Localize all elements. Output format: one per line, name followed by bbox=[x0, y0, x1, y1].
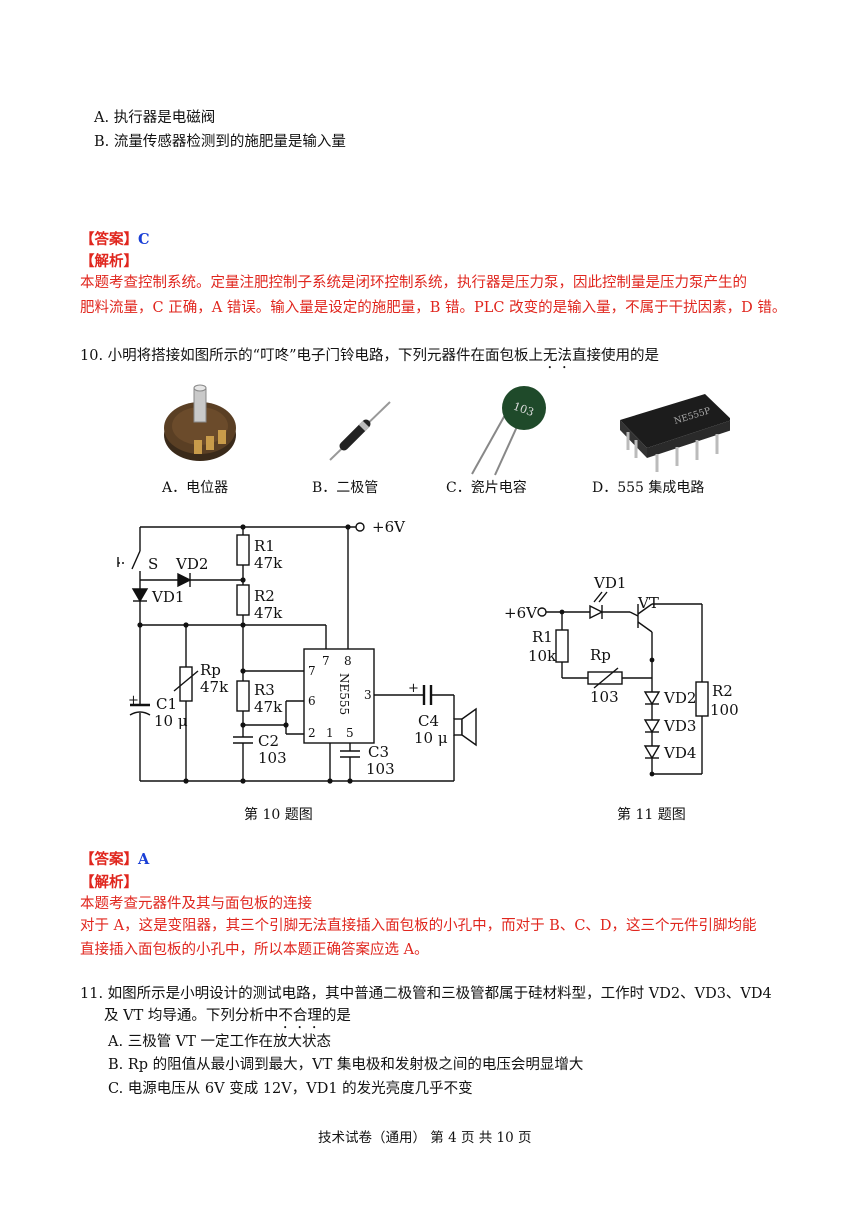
q11-option-a: A. 三极管 VT 一定工作在放大状态 bbox=[108, 1034, 332, 1050]
q9-answer: 【答案】C bbox=[80, 231, 150, 248]
svg-text:7: 7 bbox=[308, 664, 316, 678]
svg-text:10 μ: 10 μ bbox=[414, 729, 448, 747]
svg-text:VD3: VD3 bbox=[663, 717, 696, 735]
svg-text:C1: C1 bbox=[156, 695, 177, 713]
svg-text:10 μ: 10 μ bbox=[154, 712, 188, 730]
component-photos: 103 NE555P bbox=[164, 384, 730, 476]
svg-text:103: 103 bbox=[258, 749, 287, 767]
svg-text:R3: R3 bbox=[254, 681, 275, 699]
q11-option-c: C. 电源电压从 6V 变成 12V，VD1 的发光亮度几乎不变 bbox=[108, 1081, 473, 1097]
q9-option-b: B. 流量传感器检测到的施肥量是输入量 bbox=[94, 134, 346, 150]
q9-analysis-line2: 肥料流量，C 正确，A 错误。输入量是设定的施肥量，B 错。PLC 改变的是输入… bbox=[80, 300, 787, 316]
diode-image bbox=[329, 401, 391, 461]
ic-chip-image: NE555P bbox=[620, 394, 730, 472]
q10-answer: 【答案】A bbox=[80, 851, 150, 868]
svg-text:+6V: +6V bbox=[504, 604, 538, 622]
svg-text:8: 8 bbox=[344, 654, 352, 668]
fig10-caption: 第 10 题图 bbox=[244, 807, 313, 823]
q10-analysis-line3: 直接插入面包板的小孔中，所以本题正确答案应选 A。 bbox=[80, 942, 429, 958]
svg-text:VD2: VD2 bbox=[175, 555, 208, 573]
svg-text:2: 2 bbox=[308, 726, 316, 740]
component-label-a: A．电位器 bbox=[162, 480, 229, 496]
svg-text:1: 1 bbox=[326, 726, 334, 740]
page-footer: 技术试卷（通用） 第 4 页 共 10 页 bbox=[318, 1130, 532, 1146]
svg-text:R2: R2 bbox=[254, 587, 275, 605]
svg-text:47k: 47k bbox=[254, 698, 283, 716]
svg-text:100: 100 bbox=[710, 701, 739, 719]
svg-text:VD4: VD4 bbox=[663, 744, 696, 762]
potentiometer-image bbox=[164, 384, 236, 461]
svg-text:R1: R1 bbox=[254, 537, 275, 555]
fig11-caption: 第 11 题图 bbox=[617, 807, 686, 823]
svg-text:+: + bbox=[408, 681, 419, 696]
component-label-b: B．二极管 bbox=[312, 480, 379, 496]
svg-text:VT: VT bbox=[637, 594, 659, 612]
svg-text:+: + bbox=[128, 693, 139, 708]
q10-analysis-line2: 对于 A，这是变阻器，其三个引脚无法直接插入面包板的小孔中，而对于 B、C、D，… bbox=[80, 918, 757, 934]
component-label-c: C．瓷片电容 bbox=[446, 480, 527, 496]
q9-analysis-label: 【解析】 bbox=[80, 253, 138, 270]
svg-text:C3: C3 bbox=[368, 743, 389, 761]
svg-text:S: S bbox=[148, 555, 158, 573]
q11-option-b: B. Rp 的阻值从最小调到最大，VT 集电极和发射极之间的电压会明显增大 bbox=[108, 1057, 584, 1073]
q10-stem: 10. 小明将搭接如图所示的“叮咚”电子门铃电路，下列元器件在面包板上无法直接使… bbox=[80, 348, 659, 364]
component-label-d: D．555 集成电路 bbox=[592, 480, 705, 496]
svg-text:VD1: VD1 bbox=[151, 588, 184, 606]
q11-stem-line2: 及 VT 均导通。下列分析中不合理的是 bbox=[104, 1008, 351, 1024]
svg-text:Rp: Rp bbox=[200, 661, 221, 679]
svg-text:C2: C2 bbox=[258, 732, 279, 750]
svg-text:VD2: VD2 bbox=[663, 689, 696, 707]
q10-analysis-label: 【解析】 bbox=[80, 874, 138, 891]
svg-text:C4: C4 bbox=[418, 712, 439, 730]
svg-text:10k: 10k bbox=[528, 647, 557, 665]
svg-text:47k: 47k bbox=[200, 678, 229, 696]
q10-analysis-line1: 本题考查元器件及其与面包板的连接 bbox=[80, 896, 312, 912]
svg-text:6: 6 bbox=[308, 694, 316, 708]
svg-text:103: 103 bbox=[590, 688, 619, 706]
circuit-q11: +6V VD1 VT R1 10k Rp 103 R2 100 VD2 VD3 … bbox=[504, 574, 739, 777]
svg-text:103: 103 bbox=[366, 760, 395, 778]
svg-text:47k: 47k bbox=[254, 554, 283, 572]
svg-text:+6V: +6V bbox=[372, 518, 406, 536]
q9-option-a: A. 执行器是电磁阀 bbox=[94, 110, 216, 126]
q11-stem-line1: 11. 如图所示是小明设计的测试电路，其中普通二极管和三极管都属于硅材料型，工作… bbox=[80, 986, 772, 1002]
ceramic-capacitor-image: 103 bbox=[471, 386, 546, 476]
svg-text:R2: R2 bbox=[712, 682, 733, 700]
svg-text:5: 5 bbox=[346, 726, 354, 740]
circuit-q10: +6V S VD2 VD1 R1 47k R2 47k Rp 47k R3 47… bbox=[117, 518, 477, 784]
svg-text:R1: R1 bbox=[532, 628, 553, 646]
svg-text:VD1: VD1 bbox=[593, 574, 626, 592]
svg-text:Rp: Rp bbox=[590, 646, 611, 664]
svg-text:47k: 47k bbox=[254, 604, 283, 622]
svg-text:7: 7 bbox=[322, 654, 330, 668]
ic-label: NE555 bbox=[337, 673, 351, 715]
q9-analysis-line1: 本题考查控制系统。定量注肥控制子系统是闭环控制系统，执行器是压力泵，因此控制量是… bbox=[80, 275, 747, 291]
svg-text:3: 3 bbox=[364, 688, 372, 702]
